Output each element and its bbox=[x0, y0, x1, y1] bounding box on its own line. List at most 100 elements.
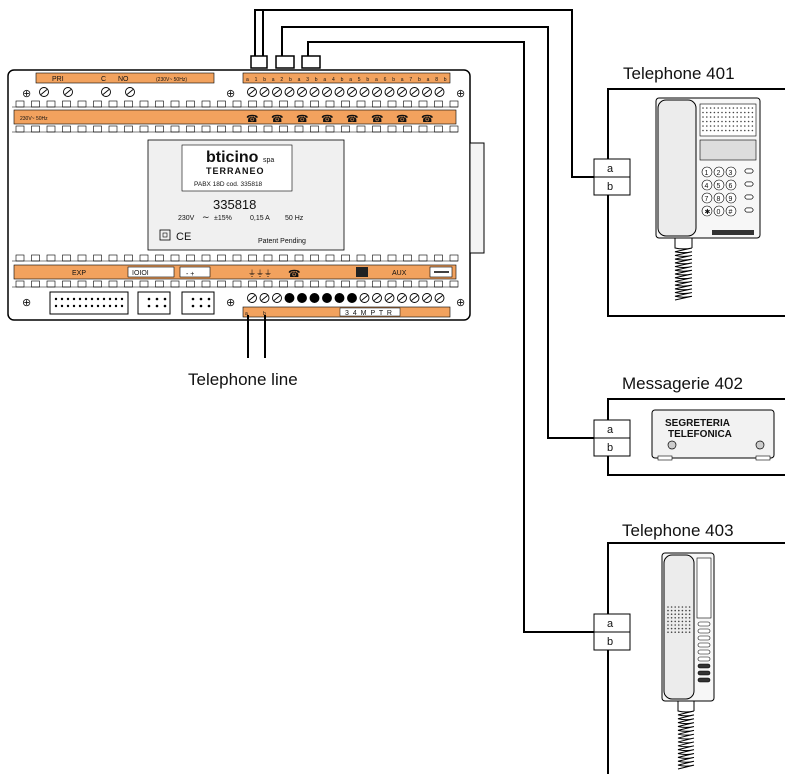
screw-terminal bbox=[284, 293, 295, 303]
phone-icon: ☎ bbox=[271, 114, 283, 125]
vent-teeth-bottom bbox=[12, 254, 459, 288]
phone-icon: ☎ bbox=[371, 114, 383, 125]
keypad-key bbox=[701, 192, 713, 204]
phone-icon: ☎ bbox=[296, 114, 308, 125]
keypad-key bbox=[725, 166, 737, 178]
screw-terminal bbox=[297, 293, 307, 303]
keypad-key bbox=[701, 179, 713, 191]
line-terminal-a: a bbox=[245, 311, 248, 317]
led-right-icon bbox=[755, 440, 765, 450]
ext-terminal-label: a bbox=[427, 77, 430, 83]
screw-terminal bbox=[334, 293, 345, 303]
tel401-terminal-a: a bbox=[607, 163, 614, 175]
mptr-label: 3 4 M P T R bbox=[345, 310, 393, 317]
svg-text:1: 1 bbox=[705, 170, 709, 177]
ext-terminal-label: b bbox=[366, 77, 369, 83]
series-name: TERRANEO bbox=[206, 166, 265, 176]
svg-text:6: 6 bbox=[729, 183, 733, 190]
display-icon bbox=[356, 267, 368, 277]
pri-label: PRI bbox=[52, 76, 64, 83]
ext-terminal-label: a bbox=[272, 77, 275, 83]
svg-text:#: # bbox=[729, 209, 733, 216]
svg-text:3: 3 bbox=[729, 170, 733, 177]
keypad-key bbox=[725, 192, 737, 204]
ce-mark: CE bbox=[176, 231, 191, 243]
ext-terminal-label: b bbox=[444, 77, 447, 83]
mount-symbol-bottom: ⊕ bbox=[226, 297, 235, 309]
exp-label: EXP bbox=[72, 270, 86, 277]
mount-symbol-bottom-right: ⊕ bbox=[456, 297, 465, 309]
svg-text:8: 8 bbox=[717, 196, 721, 203]
wire-ext2 bbox=[281, 26, 594, 439]
spec-voltage: 230V bbox=[178, 215, 195, 222]
mess402-terminal-b: b bbox=[607, 442, 613, 454]
mess402-terminal-a: a bbox=[607, 424, 614, 436]
handset-cord bbox=[674, 238, 693, 301]
no-label: NO bbox=[118, 76, 129, 83]
phone-icon: ☎ bbox=[246, 114, 258, 125]
speaker-grille bbox=[699, 103, 757, 137]
svg-text:2: 2 bbox=[717, 170, 721, 177]
screw-terminal bbox=[322, 293, 332, 303]
led-left-icon bbox=[667, 440, 677, 450]
svg-text:9: 9 bbox=[729, 196, 733, 203]
display-panel bbox=[699, 139, 757, 161]
ext-terminal-label: a bbox=[401, 77, 404, 83]
ext-terminal-label: 5 bbox=[358, 77, 361, 83]
svg-text:✱: ✱ bbox=[705, 208, 711, 216]
line-terminal-b: b bbox=[263, 311, 266, 317]
spec-frequency: 50 Hz bbox=[285, 215, 304, 222]
svg-text:0: 0 bbox=[717, 209, 721, 216]
double-insulation-icon bbox=[159, 229, 171, 241]
phone-icons-top: ☎☎☎☎☎☎☎☎ bbox=[246, 114, 433, 125]
keypad-key bbox=[725, 205, 737, 217]
ext-terminal-label: b bbox=[341, 77, 344, 83]
screw-terminal bbox=[309, 293, 320, 303]
messagerie-402-label: Messagerie 402 bbox=[622, 374, 743, 393]
vent-teeth-top bbox=[12, 100, 459, 133]
phone-icon: ☎ bbox=[396, 114, 408, 125]
phone-icon: ☎ bbox=[346, 114, 358, 125]
brand-logo: bticino bbox=[206, 149, 259, 166]
c-label: C bbox=[101, 76, 106, 83]
ext-terminal-label: a bbox=[349, 77, 352, 83]
ext-terminal-label: 8 bbox=[435, 77, 438, 83]
phone-icon: ☎ bbox=[321, 114, 333, 125]
ground-icon: ⏚⏚⏚ bbox=[248, 269, 272, 278]
ext-terminal-label: a bbox=[298, 77, 301, 83]
ext-terminal-label: 6 bbox=[384, 77, 387, 83]
battery-icon bbox=[179, 266, 211, 278]
mount-symbol-bottom-left: ⊕ bbox=[22, 297, 31, 309]
ext-terminal-label: a bbox=[246, 77, 249, 83]
battery-connector bbox=[181, 291, 215, 315]
mount-symbol-left: ⊕ bbox=[22, 88, 31, 100]
keypad-key bbox=[713, 192, 725, 204]
ext-terminal-label: 4 bbox=[332, 77, 335, 83]
patent-text: Patent Pending bbox=[258, 238, 306, 245]
keypad-key bbox=[713, 205, 725, 217]
phone-icon-bottom: ☎ bbox=[288, 269, 300, 280]
messagerie-402: a b SEGRETERIA TELEFONICA bbox=[593, 398, 785, 476]
wire-ext3 bbox=[307, 41, 594, 633]
keypad-key bbox=[701, 205, 713, 217]
ext-terminal-label: b bbox=[392, 77, 395, 83]
ext-terminal-label: 1 bbox=[255, 77, 258, 83]
aux-label: AUX bbox=[392, 270, 407, 277]
product-code: 335818 bbox=[213, 197, 256, 212]
ac-symbol: ∼ bbox=[202, 212, 210, 222]
ext-terminal-label: a bbox=[323, 77, 326, 83]
telephone-403-label: Telephone 403 bbox=[622, 521, 734, 540]
strip-voltage-label: 230V~ 50Hz bbox=[20, 116, 48, 122]
io-connector bbox=[137, 291, 171, 315]
answering-machine-text-1: SEGRETERIA bbox=[665, 418, 730, 429]
ext-terminal-label: b bbox=[418, 77, 421, 83]
ext-terminal-label: b bbox=[263, 77, 266, 83]
keypad-key bbox=[701, 166, 713, 178]
answering-machine-text-2: TELEFONICA bbox=[668, 429, 732, 440]
wires bbox=[247, 9, 594, 633]
brand-suffix: spa bbox=[263, 157, 274, 164]
telephone-line-label: Telephone line bbox=[188, 370, 298, 389]
